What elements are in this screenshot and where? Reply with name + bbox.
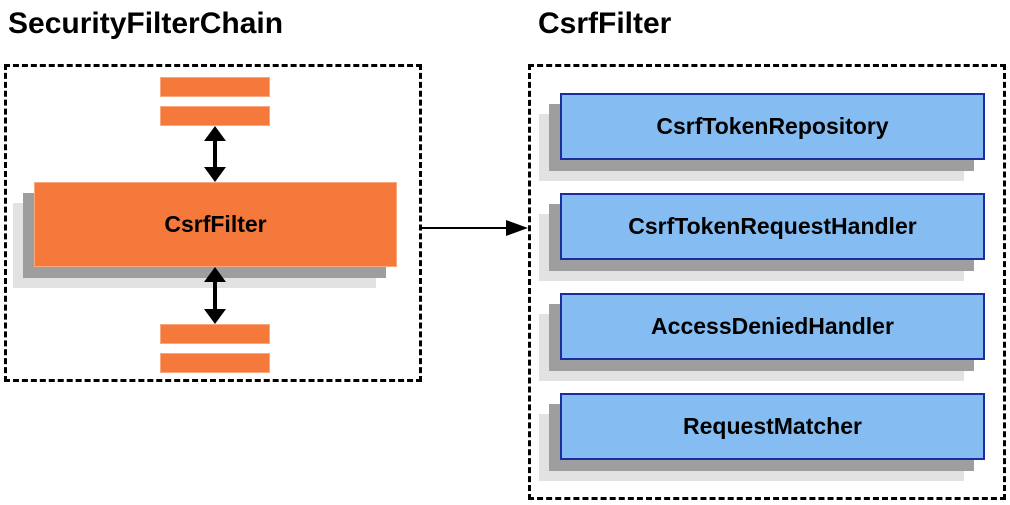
component-box-access-denied-handler: AccessDeniedHandler bbox=[560, 293, 985, 360]
component-label: AccessDeniedHandler bbox=[651, 313, 894, 339]
filter-chain-bar bbox=[160, 353, 270, 373]
arrow-line bbox=[213, 282, 217, 309]
arrowhead-up-icon bbox=[204, 267, 226, 282]
csrf-filter-node: CsrfFilter bbox=[34, 182, 397, 267]
security-filter-chain-title: SecurityFilterChain bbox=[8, 7, 284, 40]
connector-arrow bbox=[422, 220, 528, 236]
csrf-filter-node-label: CsrfFilter bbox=[164, 211, 267, 237]
filter-chain-bar bbox=[160, 77, 270, 97]
component-box-csrf-token-repository: CsrfTokenRepository bbox=[560, 93, 985, 160]
arrowhead-down-icon bbox=[204, 309, 226, 324]
component-label: RequestMatcher bbox=[683, 413, 862, 439]
arrow-line bbox=[422, 227, 508, 229]
component-label: CsrfTokenRequestHandler bbox=[628, 213, 917, 239]
csrf-filter-components-box bbox=[528, 64, 1006, 500]
component-box-csrf-token-request-handler: CsrfTokenRequestHandler bbox=[560, 193, 985, 260]
security-filter-chain-box bbox=[4, 64, 422, 382]
component-box-request-matcher: RequestMatcher bbox=[560, 393, 985, 460]
double-arrow-top bbox=[200, 126, 230, 182]
double-arrow-bottom bbox=[200, 267, 230, 324]
component-label: CsrfTokenRepository bbox=[656, 113, 889, 139]
arrowhead-right-icon bbox=[506, 220, 528, 236]
arrowhead-down-icon bbox=[204, 167, 226, 182]
filter-chain-bar bbox=[160, 324, 270, 344]
arrowhead-up-icon bbox=[204, 126, 226, 141]
filter-chain-bar bbox=[160, 106, 270, 126]
arrow-line bbox=[213, 141, 217, 167]
csrf-filter-title: CsrfFilter bbox=[538, 7, 672, 40]
